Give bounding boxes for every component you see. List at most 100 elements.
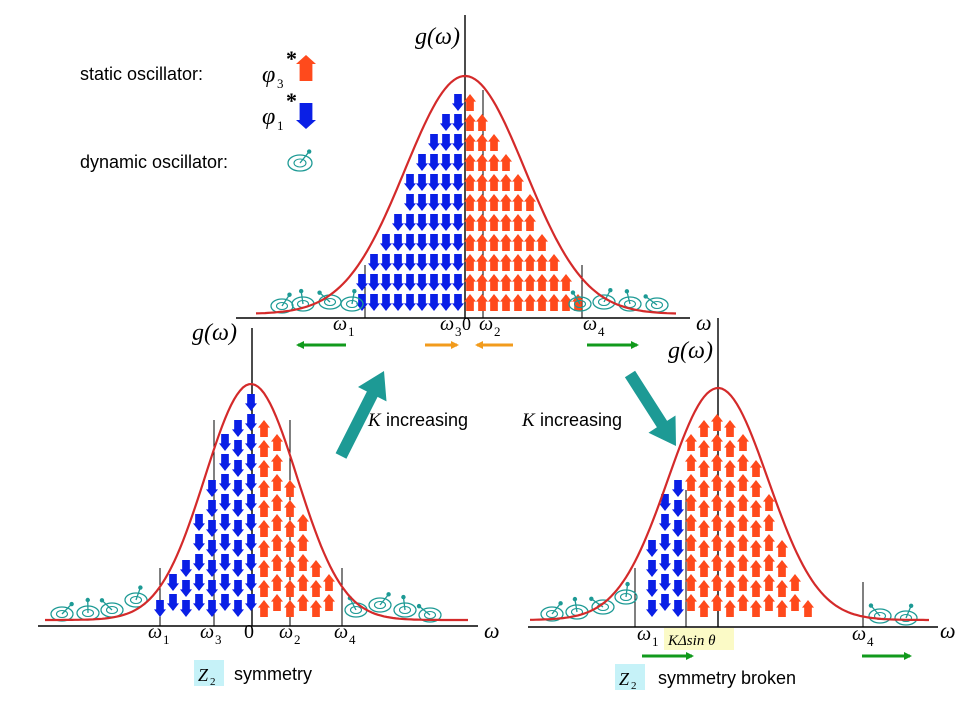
top-arrow-55 <box>452 154 464 171</box>
top-arrow-84 <box>488 214 500 231</box>
top-arrow-33 <box>428 214 440 231</box>
phi1-subscript: 1 <box>277 118 284 133</box>
bl-arrow-39 <box>245 554 257 571</box>
top-arrow-77 <box>476 154 488 171</box>
top-arrow-48 <box>452 294 464 311</box>
top-arrow-7 <box>380 254 392 271</box>
br-dynamic-oscillators <box>540 581 918 626</box>
top-arrow-105 <box>524 274 536 291</box>
bl-arrow-10 <box>193 514 205 531</box>
bl-arrow-63 <box>271 494 283 511</box>
top-arrow-52 <box>452 214 464 231</box>
br-arrow-15 <box>672 500 684 517</box>
k-increasing-left-label: increasing <box>386 410 468 430</box>
bl-arrow-60 <box>271 554 283 571</box>
top-dyn-osc-4 <box>568 290 592 312</box>
bl-dyn-osc-2 <box>99 598 124 618</box>
bl-arrow-70 <box>284 540 296 557</box>
top-arrow-67 <box>464 134 476 151</box>
bl-arrow-67 <box>284 600 296 617</box>
bl-arrow-18 <box>219 594 231 611</box>
br-arrow-59 <box>737 534 749 551</box>
br-arrow-10 <box>672 600 684 617</box>
br-arrow-50 <box>724 520 736 537</box>
k-symbol-left: K <box>367 410 382 431</box>
bl-omega1-letter: ω <box>148 621 162 643</box>
br-arrow-22 <box>685 494 697 511</box>
br-arrow-41 <box>711 494 723 511</box>
bl-arrow-54 <box>258 480 270 497</box>
top-arrow-113 <box>536 234 548 251</box>
bl-arrow-36 <box>232 420 244 437</box>
legend-blue-arrow-shape <box>296 103 316 129</box>
top-arrow-70 <box>476 294 488 311</box>
top-arrow-102 <box>512 194 524 211</box>
bl-arrow-6 <box>193 594 205 611</box>
br-ksin-box <box>664 628 734 650</box>
top-arrow-34 <box>428 194 440 211</box>
bl-arrow-69 <box>284 560 296 577</box>
top-arrow-62 <box>464 234 476 251</box>
legend-blue-arrow-icon <box>296 103 316 129</box>
bl-arrow-76 <box>297 554 309 571</box>
top-arrow-78 <box>476 134 488 151</box>
top-dyn-osc-3 <box>340 288 364 312</box>
bl-arrow-77 <box>297 534 309 551</box>
top-arrow-88 <box>488 134 500 151</box>
bl-arrow-47 <box>245 394 257 411</box>
br-arrow-16 <box>672 480 684 497</box>
top-arrow-46 <box>440 134 452 151</box>
bl-arrow-32 <box>232 500 244 517</box>
bl-arrow-25 <box>219 454 231 471</box>
top-arrow-107 <box>524 234 536 251</box>
br-arrow-49 <box>724 540 736 557</box>
br-z2-box <box>615 664 645 690</box>
bl-dyn-osc-4 <box>344 595 368 618</box>
top-arrow-25 <box>416 214 428 231</box>
bl-arrow-8 <box>193 554 205 571</box>
bl-omega-label: ω <box>484 618 500 643</box>
bl-arrow-53 <box>258 500 270 517</box>
top-arrow-47 <box>440 114 452 131</box>
br-arrow-40 <box>711 514 723 531</box>
phi3-symbol: φ <box>262 62 275 88</box>
bl-arrow-74 <box>297 594 309 611</box>
bl-arrow-82 <box>323 594 335 611</box>
br-arrow-11 <box>672 580 684 597</box>
top-arrow-60 <box>464 274 476 291</box>
top-arrow-29 <box>428 294 440 311</box>
br-arrow-56 <box>737 594 749 611</box>
br-arrow-66 <box>750 580 762 597</box>
top-arrow-111 <box>536 274 548 291</box>
top-arrow-116 <box>548 254 560 271</box>
top-arrow-83 <box>488 234 500 251</box>
top-arrow-37 <box>428 134 440 151</box>
top-arrow-72 <box>476 254 488 271</box>
top-arrow-69 <box>464 94 476 111</box>
bl-dyn-osc-7 <box>416 603 442 623</box>
bl-arrow-62 <box>271 514 283 531</box>
top-arrow-28 <box>416 154 428 171</box>
bl-arrow-30 <box>232 540 244 557</box>
bl-arrow-56 <box>258 440 270 457</box>
top-arrow-89 <box>500 294 512 311</box>
bl-arrow-51 <box>258 540 270 557</box>
br-arrow-27 <box>698 580 710 597</box>
bl-arrow-14 <box>206 540 218 557</box>
top-arrow-38 <box>440 294 452 311</box>
br-arrow-72 <box>750 460 762 477</box>
top-arrow-86 <box>488 174 500 191</box>
bl-dyn-osc-1 <box>76 597 100 621</box>
bl-arrow-83 <box>323 574 335 591</box>
bl-arrow-11 <box>206 600 218 617</box>
bl-arrow-42 <box>245 494 257 511</box>
br-arrow-68 <box>750 540 762 557</box>
top-omega-label: ω <box>696 310 712 335</box>
br-arrow-75 <box>763 554 775 571</box>
br-arrow-12 <box>672 560 684 577</box>
top-arrow-6 <box>380 274 392 291</box>
top-arrow-103 <box>512 174 524 191</box>
br-arrow-58 <box>737 554 749 571</box>
legend-dyn-shape <box>287 149 313 172</box>
